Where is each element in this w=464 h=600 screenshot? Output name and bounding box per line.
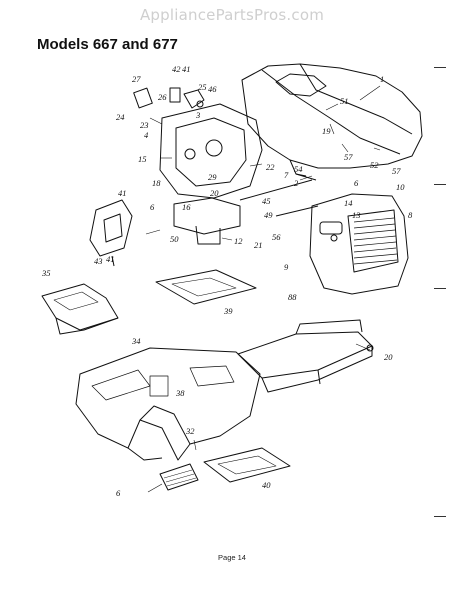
ignition-switch-parts	[133, 87, 205, 109]
callout-label: 7	[284, 170, 289, 180]
bracket-assembly	[89, 199, 133, 267]
callout-label: 21	[254, 240, 263, 250]
callout-label: 51	[340, 96, 349, 106]
page-title: Models 667 and 677	[37, 36, 178, 53]
callout-label: 6	[116, 488, 121, 498]
callout-label: 1	[380, 74, 384, 84]
callout-label: 41	[106, 254, 115, 264]
callout-label: 38	[175, 388, 185, 398]
callout-label: 27	[132, 74, 141, 84]
callout-label: 23	[140, 120, 149, 130]
callout-label: 41	[182, 64, 191, 74]
callout-label: 25	[198, 82, 207, 92]
callout-labels: 1 51 19 57 52 57 54 2 7 6 10 13 14 8 9 5…	[41, 64, 413, 498]
callout-label: 3	[195, 110, 200, 120]
callout-label: 14	[344, 198, 353, 208]
dash-panel	[159, 103, 263, 245]
callout-label: 52	[370, 160, 379, 170]
exploded-parts-diagram: 1 51 19 57 52 57 54 2 7 6 10 13 14 8 9 5…	[41, 63, 423, 498]
callout-label: 54	[294, 164, 303, 174]
hood-rods	[239, 173, 319, 217]
center-foot-plate	[155, 269, 257, 305]
callout-label: 10	[396, 182, 405, 192]
callout-label: 19	[322, 126, 331, 136]
callout-label: 20	[210, 188, 219, 198]
callout-label: 29	[208, 172, 217, 182]
callout-label: 13	[352, 210, 361, 220]
callout-label: 45	[262, 196, 271, 206]
callout-label: 40	[262, 480, 271, 490]
callout-label: 26	[158, 92, 167, 102]
callout-label: 39	[223, 306, 233, 316]
callout-label: 49	[264, 210, 273, 220]
callout-label: 35	[41, 268, 51, 278]
callout-label: 42	[172, 64, 181, 74]
margin-mark	[434, 67, 446, 68]
fender-strip	[41, 283, 119, 335]
grille-nose	[309, 193, 409, 295]
callout-label: 57	[392, 166, 401, 176]
callout-label: 22	[266, 162, 275, 172]
margin-mark	[434, 288, 446, 289]
callout-label: 18	[152, 178, 161, 188]
callout-label: 34	[131, 336, 141, 346]
leader-lines	[145, 85, 381, 493]
callout-label: 88	[288, 292, 297, 302]
margin-mark	[434, 184, 446, 185]
chassis-frame	[237, 319, 374, 393]
callout-label: 46	[208, 84, 217, 94]
callout-label: 57	[344, 152, 353, 162]
callout-label: 16	[182, 202, 191, 212]
page-number: Page 14	[218, 553, 246, 562]
callout-label: 4	[144, 130, 149, 140]
callout-label: 20	[384, 352, 393, 362]
callout-label: 15	[138, 154, 147, 164]
callout-label: 24	[116, 112, 125, 122]
callout-label: 12	[234, 236, 243, 246]
callout-label: 43	[94, 256, 103, 266]
callout-label: 56	[272, 232, 281, 242]
callout-label: 8	[408, 210, 413, 220]
hood-panel	[241, 63, 423, 181]
foot-grille	[159, 463, 199, 491]
callout-label: 2	[294, 178, 299, 188]
callout-label: 6	[150, 202, 155, 212]
watermark: AppliancePartsPros.com	[139, 6, 325, 24]
callout-label: 50	[170, 234, 179, 244]
rear-fender	[75, 347, 261, 461]
callout-label: 41	[118, 188, 127, 198]
margin-mark	[434, 516, 446, 517]
callout-label: 9	[284, 262, 289, 272]
callout-label: 6	[354, 178, 359, 188]
callout-label: 32	[185, 426, 195, 436]
right-foot-plate	[203, 447, 291, 483]
